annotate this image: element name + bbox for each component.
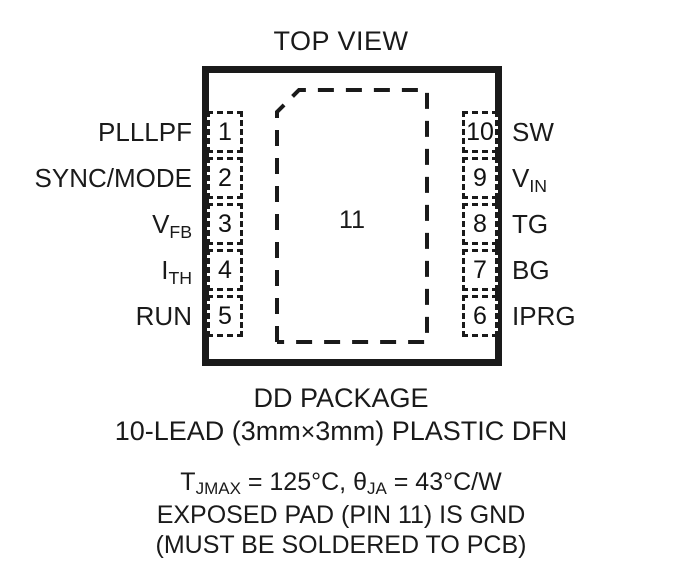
pin-pad-10: 10 <box>462 111 498 153</box>
lead-spec-suffix: 3mm) PLASTIC DFN <box>315 416 568 446</box>
pin-label-sw: SW <box>512 117 682 147</box>
pin-label-ith: ITH <box>0 255 192 288</box>
diagram-title: TOP VIEW <box>273 26 409 56</box>
pin-label-subscript: FB <box>169 221 192 242</box>
pin-label-text: PLLLPF <box>98 117 192 147</box>
pin-pad-8: 8 <box>462 203 498 245</box>
pin-pad-6: 6 <box>462 295 498 337</box>
pin-label-text: TG <box>512 209 549 239</box>
theta-value: = 43°C/W <box>386 468 502 496</box>
pin-label-sync-mode: SYNC/MODE <box>0 163 192 193</box>
pin-label-text: RUN <box>135 301 192 331</box>
theta-symbol: θ <box>353 468 367 496</box>
pin-label-subscript: IN <box>529 175 548 196</box>
package-body-outline <box>202 66 502 366</box>
pin-pad-4: 4 <box>207 249 243 291</box>
pin-label-subscript: TH <box>168 267 192 288</box>
pin-label-text: V <box>512 163 530 193</box>
pin-pad-7: 7 <box>462 249 498 291</box>
pin-label-text: SW <box>512 117 554 147</box>
tjmax-symbol: T <box>180 468 196 496</box>
pin-pad-5: 5 <box>207 295 243 337</box>
exposed-pad-number: 11 <box>339 206 365 234</box>
pin-label-text: I <box>161 255 169 285</box>
pin-label-text: V <box>152 209 170 239</box>
pin-label-text: SYNC/MODE <box>34 163 192 193</box>
pin-label-bg: BG <box>512 255 682 285</box>
pin-label-vin: VIN <box>512 163 682 196</box>
pin-label-plllpf: PLLLPF <box>0 117 192 147</box>
tjmax-subscript: JMAX <box>195 479 241 499</box>
theta-subscript: JA <box>366 479 387 499</box>
lead-spec-caption: 10-LEAD (3mm×3mm) PLASTIC DFN <box>0 416 682 447</box>
tjmax-value: = 125°C, <box>240 468 354 496</box>
pin-pad-1: 1 <box>207 111 243 153</box>
multiplication-icon: × <box>300 419 316 446</box>
pin-label-vfb: VFB <box>0 209 192 242</box>
pin-label-run: RUN <box>0 301 192 331</box>
package-name-caption: DD PACKAGE <box>253 383 429 413</box>
pin-label-text: IPRG <box>512 301 576 331</box>
pin-pad-2: 2 <box>207 157 243 199</box>
pin-label-tg: TG <box>512 209 682 239</box>
pin-label-text: BG <box>512 255 550 285</box>
pin-label-iprg: IPRG <box>512 301 682 331</box>
lead-spec-prefix: 10-LEAD (3mm <box>114 416 301 446</box>
pin-pad-3: 3 <box>207 203 243 245</box>
solder-note: (MUST BE SOLDERED TO PCB) <box>155 531 527 559</box>
thermal-spec-caption: TJMAX = 125°C, θJA = 43°C/W <box>0 468 682 499</box>
pin-pad-9: 9 <box>462 157 498 199</box>
exposed-pad-note: EXPOSED PAD (PIN 11) IS GND <box>156 501 526 529</box>
